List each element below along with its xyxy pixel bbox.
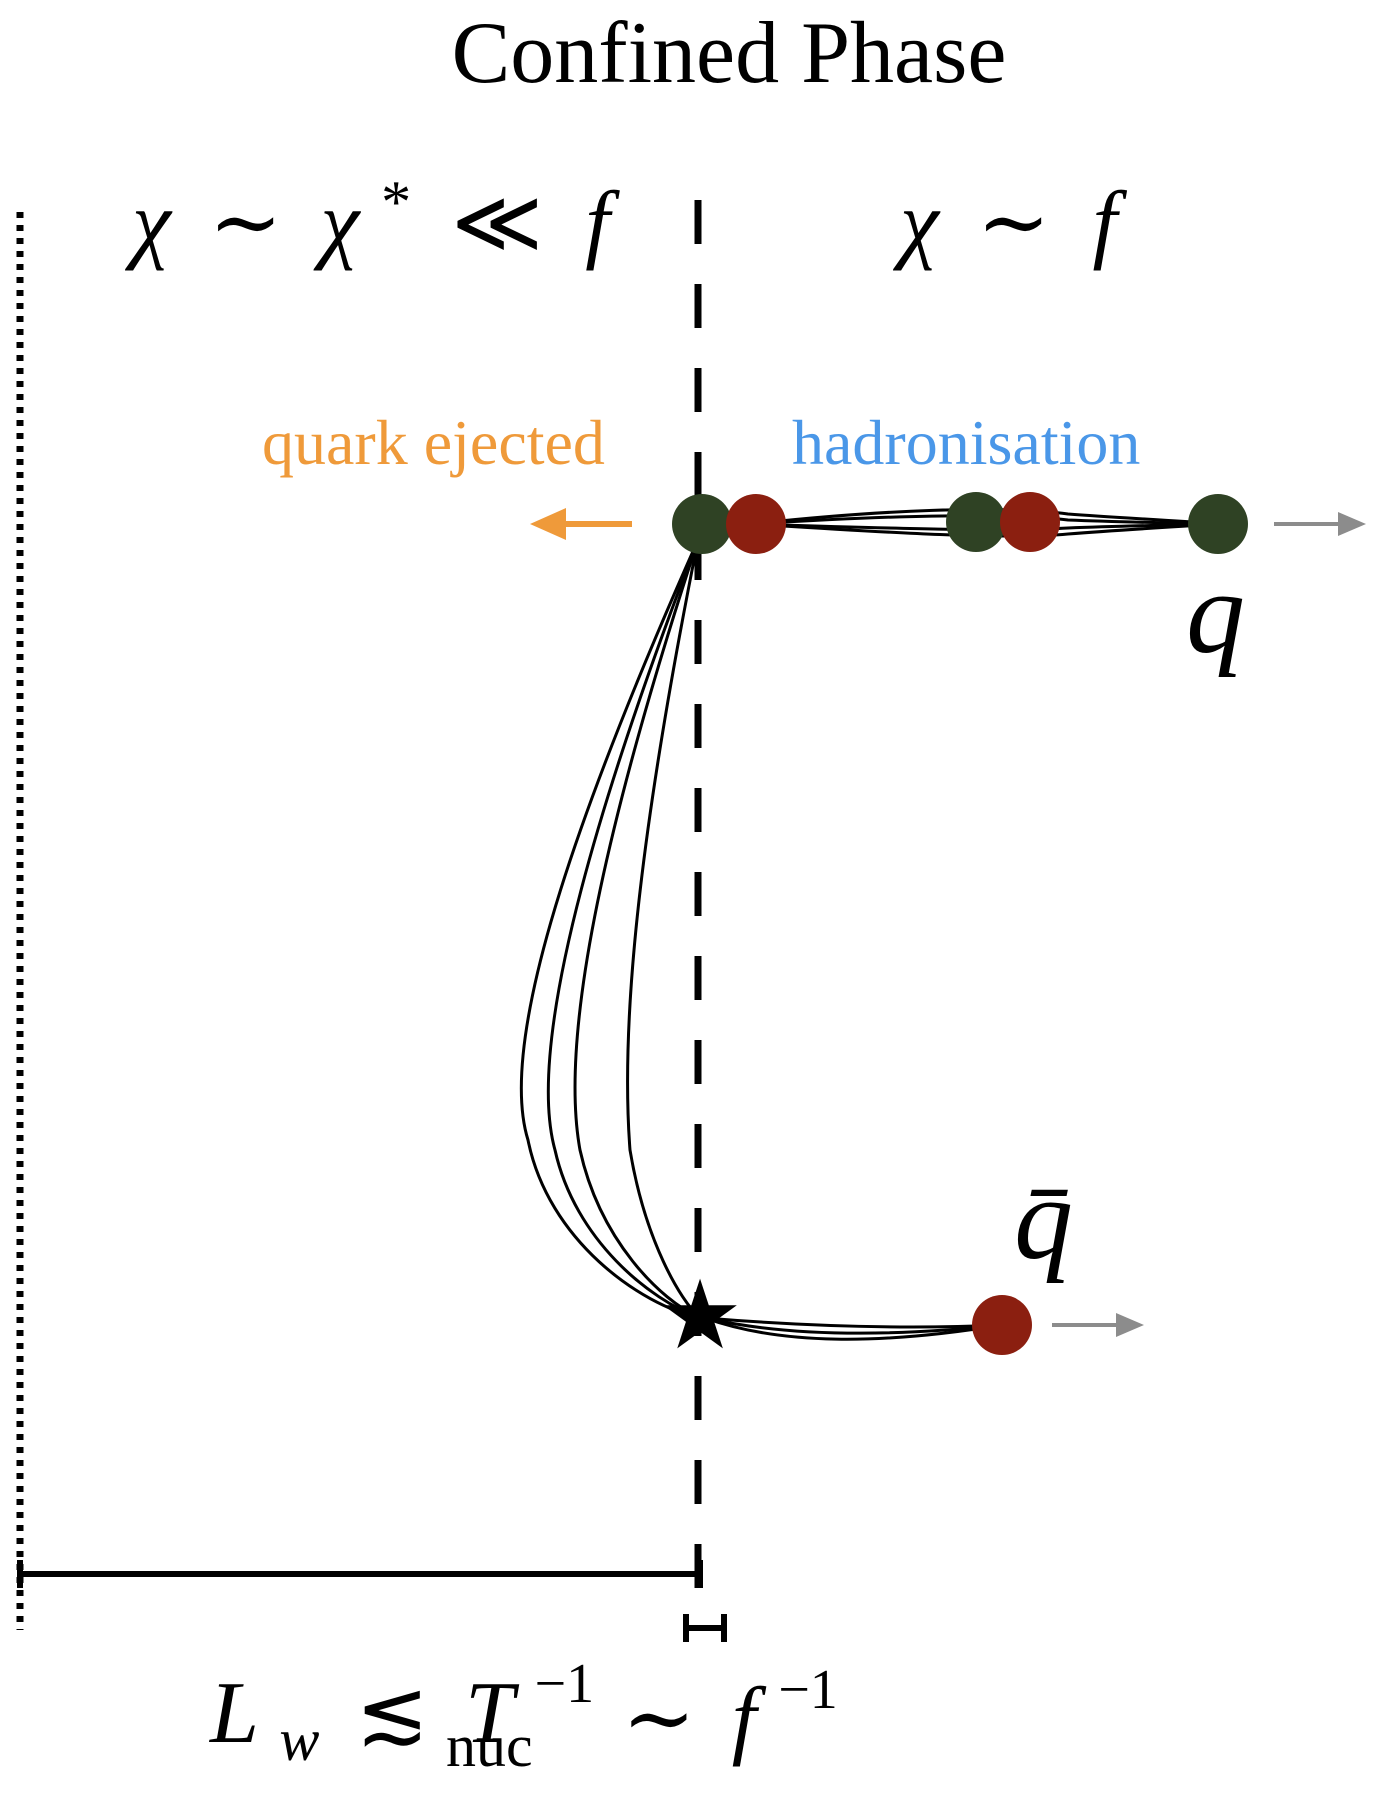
L-symbol: L	[208, 1665, 257, 1762]
sim-symbol: ∼	[977, 175, 1051, 272]
chi-symbol: χ	[124, 175, 173, 272]
f-symbol: f	[732, 1671, 767, 1768]
antiquark-motion-arrow	[1052, 1313, 1144, 1337]
quark-green-wall	[672, 494, 732, 554]
star-superscript: *	[381, 169, 411, 235]
minus-one-superscript: −1	[778, 1659, 838, 1721]
svg-text:L w ≲ T: L w ≲ T −1	[208, 1653, 594, 1780]
thin-scale-bar	[683, 1614, 727, 1642]
flux-string-bundle-bottom	[704, 1316, 1003, 1341]
much-less-symbol: ≪	[451, 175, 543, 272]
svg-text:χ ∼ f: χ ∼ f	[892, 175, 1127, 272]
svg-text:∼ f −1: ∼ f −1	[622, 1659, 838, 1768]
hadronisation-label: hadronisation	[792, 407, 1140, 478]
sim-symbol: ∼	[622, 1671, 696, 1768]
chi-star-symbol: χ	[312, 175, 361, 272]
wall-width-label: L w ≲ T −1 nuc	[208, 1653, 594, 1780]
quark-ejected-label: quark ejected	[262, 407, 605, 478]
f-symbol: f	[585, 175, 620, 272]
T-symbol: T	[465, 1665, 520, 1762]
quark-q-label: q	[1186, 547, 1245, 678]
diagram-title: Confined Phase	[452, 5, 1007, 102]
lesssim-symbol: ≲	[355, 1665, 429, 1762]
quark-red-middle	[1000, 492, 1060, 552]
quark-green-middle	[946, 492, 1006, 552]
nuc-subscript: nuc	[446, 1713, 533, 1779]
ejected-arrow	[530, 508, 632, 540]
flux-string-bundle-wall	[519, 539, 702, 1320]
thin-scale-label: ∼ f −1	[622, 1659, 838, 1768]
pair-creation-star: ★	[657, 1262, 743, 1369]
quark-red-wall	[726, 494, 786, 554]
w-subscript: w	[279, 1707, 319, 1773]
wall-width-bar	[17, 1560, 703, 1588]
chi-symbol: χ	[892, 175, 941, 272]
quark-green-leading	[1188, 494, 1248, 554]
quark-motion-arrow	[1274, 512, 1366, 536]
f-symbol: f	[1092, 175, 1127, 272]
antiquark-red	[972, 1295, 1032, 1355]
antiquark-qbar-label: q̄	[1014, 1153, 1073, 1284]
minus-one-superscript: −1	[534, 1653, 594, 1715]
svg-text:χ ∼ χ *: χ ∼ χ * ≪ f	[124, 145, 620, 272]
sim-symbol: ∼	[209, 175, 283, 272]
left-region-label: χ ∼ χ * ≪ f	[124, 145, 620, 272]
right-region-label: χ ∼ f	[892, 175, 1127, 272]
